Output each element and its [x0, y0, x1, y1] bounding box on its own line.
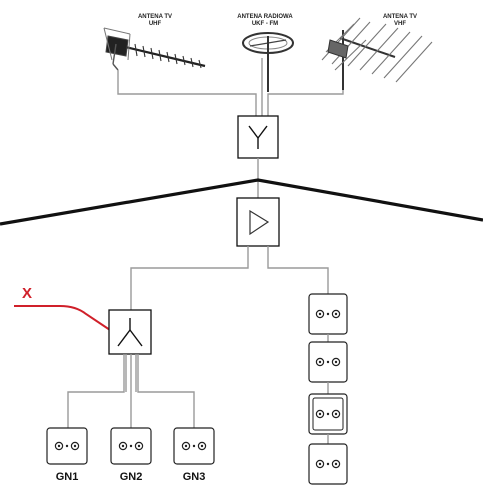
amplifier-box: [236, 197, 280, 247]
socket-icon: [315, 459, 341, 469]
radio-antenna-label-line2: UKF - FM: [252, 21, 278, 27]
socket-gn1: [46, 427, 88, 465]
splitter-output-wires: [67, 354, 195, 428]
socket-icon: [54, 441, 80, 451]
red-line-label: X: [22, 285, 32, 302]
amplifier-icon: [249, 209, 270, 236]
socket-gn3: [173, 427, 215, 465]
antenna-feed-wires: [117, 58, 344, 116]
gn1-label: GN1: [56, 471, 79, 483]
radio-antenna-icon: [242, 32, 294, 92]
socket-icon: [118, 441, 144, 451]
splitter-box: [108, 309, 152, 355]
red-line: [14, 305, 111, 331]
vhf-antenna-icon: [321, 17, 433, 90]
vhf-antenna-label-line2: VHF: [394, 21, 406, 27]
uhf-antenna-label-line1: ANTENA TV: [138, 14, 172, 20]
vhf-antenna-label-line1: ANTENA TV: [383, 14, 417, 20]
socket-gn2: [110, 427, 152, 465]
socket-column-right: [308, 293, 348, 485]
uhf-antenna-icon: [103, 27, 206, 71]
socket-icon: [315, 309, 341, 319]
radio-antenna-label-line1: ANTENA RADIOWA: [237, 14, 293, 20]
socket-icon: [315, 409, 341, 419]
socket-icon: [181, 441, 207, 451]
combiner-box: [237, 115, 279, 159]
distribution-wires: [130, 246, 329, 310]
gn2-label: GN2: [120, 471, 143, 483]
uhf-antenna-label-line2: UHF: [149, 21, 162, 27]
splitter-icon: [117, 318, 143, 347]
combiner-icon: [248, 125, 268, 149]
roof-line: [0, 178, 483, 226]
socket-icon: [315, 357, 341, 367]
gn3-label: GN3: [183, 471, 206, 483]
